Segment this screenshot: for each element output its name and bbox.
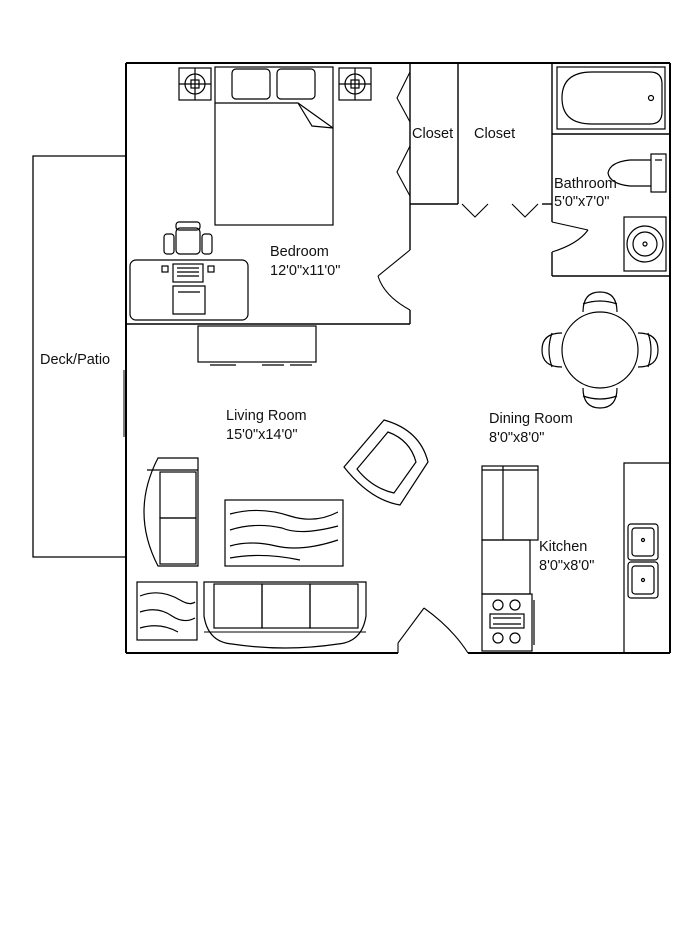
bathroom-size: 5'0"x7'0" xyxy=(554,194,609,210)
bathtub xyxy=(556,66,666,130)
coffee-table xyxy=(224,499,344,567)
interior-walls xyxy=(126,63,670,325)
exterior-walls xyxy=(125,62,671,654)
desk xyxy=(129,259,249,321)
kitchen-sink xyxy=(627,523,659,599)
bathroom-sink xyxy=(623,216,667,272)
loveseat xyxy=(143,457,199,567)
living-room-label: Living Room xyxy=(226,408,307,424)
refrigerator xyxy=(481,465,539,541)
nightstand-left xyxy=(178,67,212,101)
dining-room-size: 8'0"x8'0" xyxy=(489,430,544,446)
tv-stand xyxy=(197,325,317,366)
closet-2-label: Closet xyxy=(474,126,515,142)
sofa xyxy=(203,581,367,649)
kitchen-size: 8'0"x8'0" xyxy=(539,558,594,574)
kitchen-counter-right xyxy=(623,462,670,653)
closet-1-label: Closet xyxy=(412,126,453,142)
bedroom-size: 12'0"x11'0" xyxy=(270,263,340,279)
doors xyxy=(377,71,589,654)
deck-patio-label: Deck/Patio xyxy=(40,352,110,368)
stove xyxy=(481,593,535,652)
nightstand-right xyxy=(338,67,372,101)
armchair xyxy=(343,419,429,506)
side-table xyxy=(136,581,198,641)
dining-room-label: Dining Room xyxy=(489,411,573,427)
room-labels: Bedroom 12'0"x11'0" Closet Closet Bathro… xyxy=(40,126,617,574)
kitchen-label: Kitchen xyxy=(539,539,587,555)
living-room-size: 15'0"x14'0" xyxy=(226,427,297,443)
bathroom-label: Bathroom xyxy=(554,176,617,192)
toilet xyxy=(607,153,667,193)
bed xyxy=(214,66,334,226)
kitchen-counter-left xyxy=(481,539,531,595)
desk-chair xyxy=(163,221,213,255)
dining-table xyxy=(541,291,659,409)
bedroom-label: Bedroom xyxy=(270,244,329,260)
